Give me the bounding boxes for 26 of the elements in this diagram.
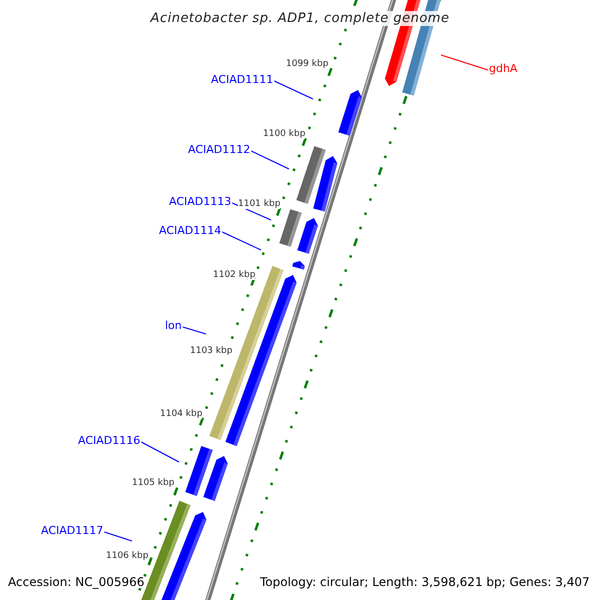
gene-label: gdhA: [489, 62, 518, 76]
leader-line: [274, 80, 314, 100]
position-label: 1105 kbp: [132, 479, 174, 488]
position-label: 1104 kbp: [160, 410, 202, 419]
position-label: 1103 kbp: [190, 347, 232, 356]
leader-line: [232, 202, 272, 220]
gene-label: ACIAD1111: [211, 73, 274, 87]
gene-label: ACIAD1114: [159, 224, 222, 238]
position-label: 1106 kbp: [106, 552, 148, 561]
leader-line: [222, 232, 262, 250]
position-label: 1102 kbp: [213, 271, 256, 280]
position-label: 1100 kbp: [263, 130, 306, 139]
gene-label: ACIAD1117: [41, 524, 104, 538]
position-label: 1099 kbp: [286, 60, 328, 69]
gene-label: ACIAD1116: [78, 434, 140, 448]
leader-line: [104, 532, 132, 542]
leader-line: [440, 54, 488, 70]
footer-note: Accession: NC_005966: [8, 576, 144, 588]
leader-line: [250, 150, 290, 170]
leader-line: [182, 326, 206, 334]
gene-label: ACIAD1113: [169, 195, 232, 209]
gene-label: ACIAD1112: [188, 143, 250, 157]
footer-note: Topology: circular; Length: 3,598,621 bp; Genes: 3,407: [260, 576, 590, 588]
position-label: 1101 kbp: [238, 200, 280, 209]
gene-label: lon: [165, 319, 182, 333]
leader-line: [140, 442, 180, 462]
